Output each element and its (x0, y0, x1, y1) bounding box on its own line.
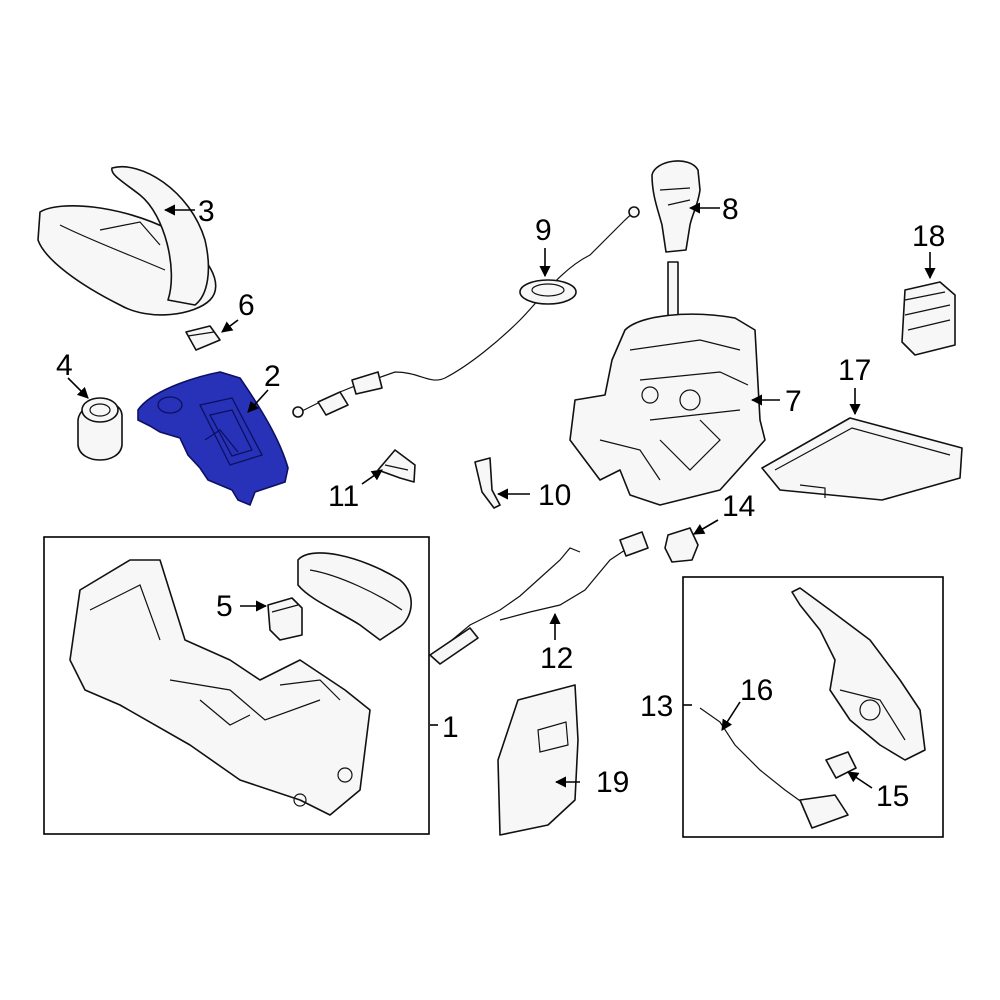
callout-12: 12 (540, 642, 573, 675)
part-1-center-console[interactable] (69, 552, 412, 816)
callout-3: 3 (198, 195, 215, 228)
part-10-bracket[interactable] (474, 457, 501, 509)
part-3-console-lid[interactable] (37, 165, 217, 316)
callout-14: 14 (722, 490, 755, 523)
callout-19: 19 (596, 766, 629, 799)
part-12-cable[interactable] (429, 531, 649, 665)
callout-1: 1 (442, 711, 459, 744)
part-9-shift-cable[interactable] (292, 206, 640, 418)
part-4-knob[interactable] (77, 397, 123, 461)
callout-5: 5 (216, 590, 233, 623)
part-14-cap[interactable] (664, 527, 699, 563)
callout-13: 13 (640, 690, 673, 723)
part-16-brake-cable[interactable] (699, 707, 849, 829)
part-18-switch[interactable] (901, 281, 956, 356)
part-11-bracket[interactable] (377, 449, 416, 483)
inset-frame-console (43, 536, 430, 835)
callout-7: 7 (785, 385, 802, 418)
part-19-side-trim[interactable] (497, 684, 579, 836)
callout-4: 4 (56, 349, 73, 382)
callout-16: 16 (740, 674, 773, 707)
inset-frame-parking-brake (682, 576, 944, 838)
callout-11: 11 (328, 480, 359, 513)
callout-2: 2 (264, 360, 281, 393)
part-5-switch[interactable] (267, 597, 303, 641)
leader-lines (67, 202, 936, 789)
callout-10: 10 (538, 479, 571, 512)
part-8-shift-knob[interactable] (651, 160, 701, 253)
part-13-parking-brake-lever[interactable] (791, 587, 926, 761)
callout-18: 18 (912, 220, 945, 253)
callout-17: 17 (838, 354, 871, 387)
part-6-clip[interactable] (185, 325, 221, 351)
callout-6: 6 (238, 289, 255, 322)
callout-8: 8 (722, 193, 739, 226)
callout-15: 15 (876, 780, 909, 813)
part-17-tray[interactable] (761, 417, 963, 501)
callout-9: 9 (535, 214, 552, 247)
part-7-shifter-assembly[interactable] (569, 261, 766, 506)
